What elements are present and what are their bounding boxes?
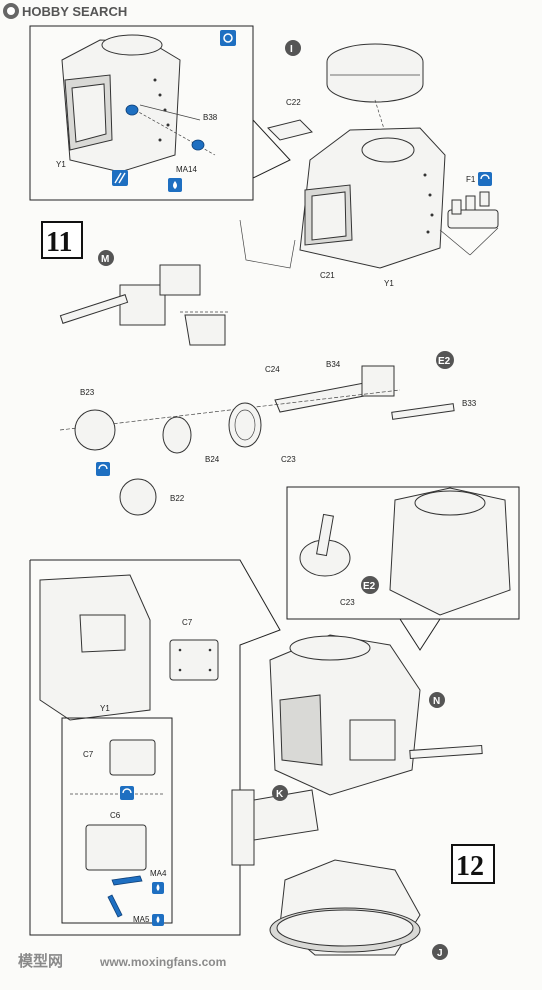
turret-y1-inset-b	[39, 574, 151, 721]
callout-e2-b: E2	[361, 576, 379, 594]
label-b24: B24	[205, 455, 220, 464]
part-f1	[447, 191, 499, 229]
svg-text:K: K	[276, 789, 284, 800]
step-12-box: 12	[451, 844, 495, 884]
label-ma5: MA5	[133, 915, 150, 924]
label-y1-inset: Y1	[56, 160, 66, 169]
label-c23-a: C23	[281, 455, 296, 464]
svg-text:N: N	[433, 696, 440, 707]
label-c7-a: C7	[182, 618, 193, 627]
svg-text:M: M	[101, 254, 109, 265]
turret-main-step12	[269, 634, 483, 796]
step-12-number: 12	[456, 851, 484, 882]
label-b34: B34	[326, 360, 341, 369]
callout-i: I	[285, 40, 301, 56]
watermark: 模型网 www.moxingfans.com	[18, 952, 226, 970]
part-c22	[267, 119, 313, 141]
label-c7-b: C7	[83, 750, 94, 759]
part-c7-a	[169, 639, 219, 681]
callout-n: N	[429, 692, 445, 708]
part-c23-e2	[299, 513, 351, 577]
blue-part-b38	[125, 104, 139, 116]
label-ma14: MA14	[176, 165, 197, 174]
blue-part-ma5	[107, 894, 123, 918]
turret-y1-inset	[61, 34, 181, 173]
cupola-part-i	[326, 43, 424, 103]
watermark-site: 模型网	[18, 952, 63, 970]
label-c23-b: C23	[340, 598, 355, 607]
step-11-number: 11	[46, 227, 72, 258]
cement-drop-icon	[168, 178, 182, 192]
callout-j: J	[432, 944, 448, 960]
logo-text: HOBBY SEARCH	[22, 4, 127, 19]
turret-detail-inset	[389, 487, 511, 616]
turn-over-icon	[220, 30, 236, 46]
ball-mount-parts	[74, 402, 262, 516]
label-b23: B23	[80, 388, 95, 397]
part-c6	[85, 824, 147, 871]
part-k	[231, 789, 319, 866]
label-b22: B22	[170, 494, 185, 503]
hobby-search-logo: HOBBY SEARCH	[3, 3, 127, 19]
callout-k: K	[272, 785, 288, 801]
blue-part-ma4	[111, 875, 143, 886]
inset-box-step12-left: C7 Y1 C7 C6 MA4 MA5	[29, 559, 281, 936]
svg-text:J: J	[437, 948, 443, 959]
inset-box-top: B38 MA14 Y1	[29, 25, 291, 201]
turn-over-icon	[96, 462, 110, 476]
label-b33: B33	[462, 399, 477, 408]
mg-assembly	[59, 365, 455, 431]
cement-drop-icon	[152, 914, 164, 926]
part-j-turret-ring	[269, 859, 421, 956]
callout-m: M	[98, 250, 114, 266]
turn-over-icon	[478, 172, 492, 186]
label-y1-c: Y1	[100, 704, 110, 713]
part-c21	[239, 219, 296, 269]
grip-pattern-icon	[112, 170, 128, 186]
label-c6: C6	[110, 811, 121, 820]
turret-assembly-top: C22 F1 C21 Y1	[239, 43, 499, 288]
blue-part-ma14	[191, 139, 205, 151]
callout-e2: E2	[436, 351, 454, 369]
label-f1: F1	[466, 175, 476, 184]
gun-mantlet-assembly	[59, 264, 230, 346]
cement-drop-icon	[152, 882, 164, 894]
step-11-box: 11	[41, 221, 83, 259]
turn-over-icon	[120, 786, 134, 800]
label-y1-body: Y1	[384, 279, 394, 288]
svg-text:I: I	[290, 44, 293, 55]
hobby-search-logo-icon	[3, 3, 19, 19]
label-c22: C22	[286, 98, 301, 107]
inset-box-step12-top: C23	[286, 486, 520, 651]
label-c21: C21	[320, 271, 335, 280]
label-b38: B38	[203, 113, 218, 122]
watermark-url: www.moxingfans.com	[99, 955, 226, 969]
svg-text:E2: E2	[438, 356, 451, 367]
label-ma4: MA4	[150, 869, 167, 878]
label-c24: C24	[265, 365, 280, 374]
part-c7-b	[109, 739, 156, 776]
svg-text:E2: E2	[363, 581, 376, 592]
turret-y1-body	[299, 127, 446, 269]
